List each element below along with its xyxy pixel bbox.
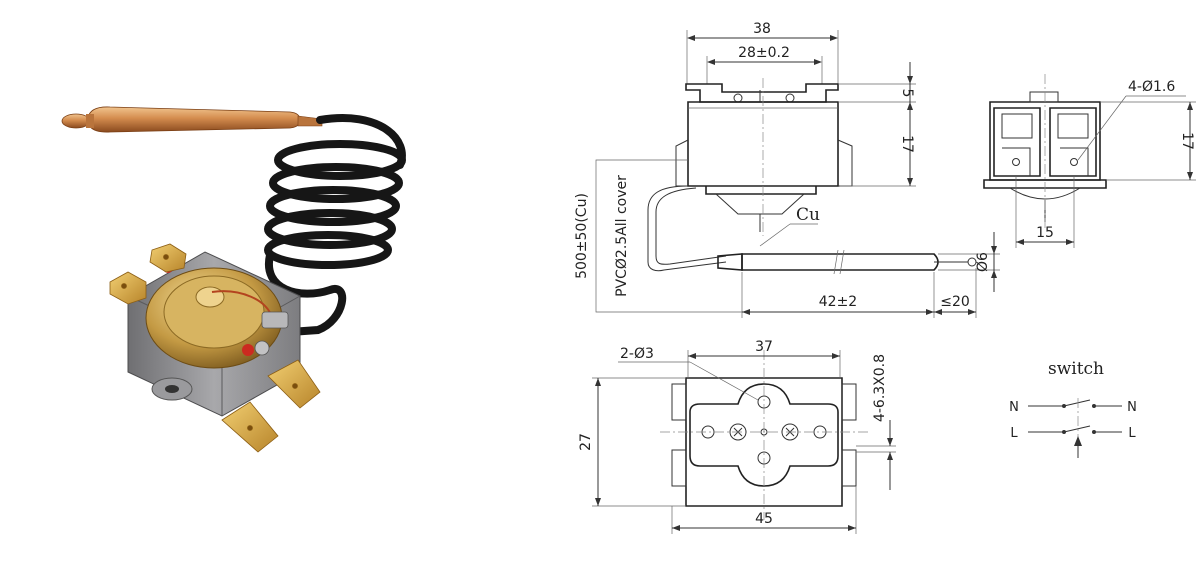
dim-bulb-length: 42±2	[819, 294, 857, 310]
side-hole-note: 4-Ø1.6	[1128, 79, 1175, 95]
capillary-cover-note: PVCØ2.5All cover	[614, 175, 630, 297]
dim-side-height: 17	[1179, 132, 1195, 150]
dim-bottom-width: 45	[755, 511, 773, 527]
dim-body-height: 17	[899, 135, 915, 153]
thermostat-photo	[61, 106, 406, 453]
switch-line-left: L	[1010, 426, 1018, 441]
switch-neutral-right: N	[1127, 400, 1137, 415]
switch-line-right: L	[1128, 426, 1136, 441]
dim-capillary-length: 500±50(Cu)	[574, 193, 590, 279]
bottom-hole-note: 2-Ø3	[620, 346, 654, 362]
bottom-view-drawing	[592, 350, 896, 534]
dim-bottom-height: 27	[578, 433, 594, 451]
dim-width-outer: 38	[753, 21, 771, 37]
brass-control-disc	[145, 263, 289, 369]
dim-hole-spacing: 37	[755, 339, 773, 355]
switch-schematic	[1028, 398, 1122, 458]
side-view-drawing	[983, 74, 1196, 248]
dim-terminal-size: 4-6.3X0.8	[872, 354, 888, 422]
dim-side-width: 15	[1036, 225, 1054, 241]
coiled-capillary-cable	[264, 114, 406, 336]
copper-bulb	[61, 106, 323, 133]
top-view-drawing	[595, 30, 1000, 318]
dim-bulb-diameter: Ø6	[975, 252, 991, 272]
dim-tail-length: ≤20	[940, 294, 970, 310]
dim-bracket-height: 5	[899, 89, 915, 98]
spade-terminals	[109, 243, 321, 453]
dim-width-inner: 28±0.2	[738, 45, 790, 61]
switch-title: switch	[1048, 359, 1104, 379]
capillary-material-label: Cu	[796, 205, 820, 225]
switch-neutral-left: N	[1009, 400, 1019, 415]
